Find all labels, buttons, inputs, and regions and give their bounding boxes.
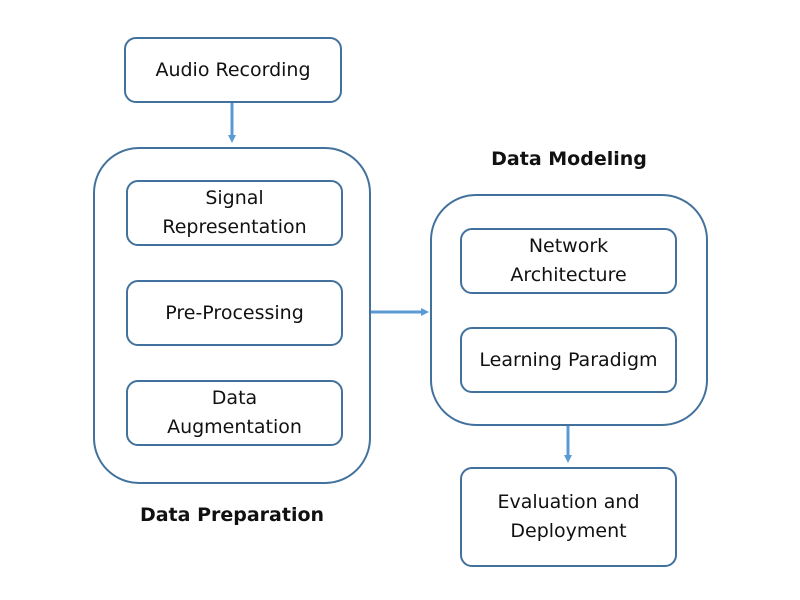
node-audio-recording: Audio Recording bbox=[124, 37, 342, 103]
group-label-data-preparation: Data Preparation bbox=[139, 504, 325, 526]
node-signal-representation: Signal Representation bbox=[126, 180, 343, 246]
node-pre-processing: Pre-Processing bbox=[126, 280, 343, 346]
node-network-architecture: Network Architecture bbox=[460, 228, 677, 294]
node-evaluation-deployment: Evaluation and Deployment bbox=[460, 467, 677, 567]
group-data-preparation bbox=[93, 147, 371, 484]
node-data-augmentation: Data Augmentation bbox=[126, 380, 343, 446]
group-data-modeling bbox=[430, 194, 708, 426]
node-learning-paradigm: Learning Paradigm bbox=[460, 327, 677, 393]
group-label-data-modeling: Data Modeling bbox=[491, 148, 647, 170]
